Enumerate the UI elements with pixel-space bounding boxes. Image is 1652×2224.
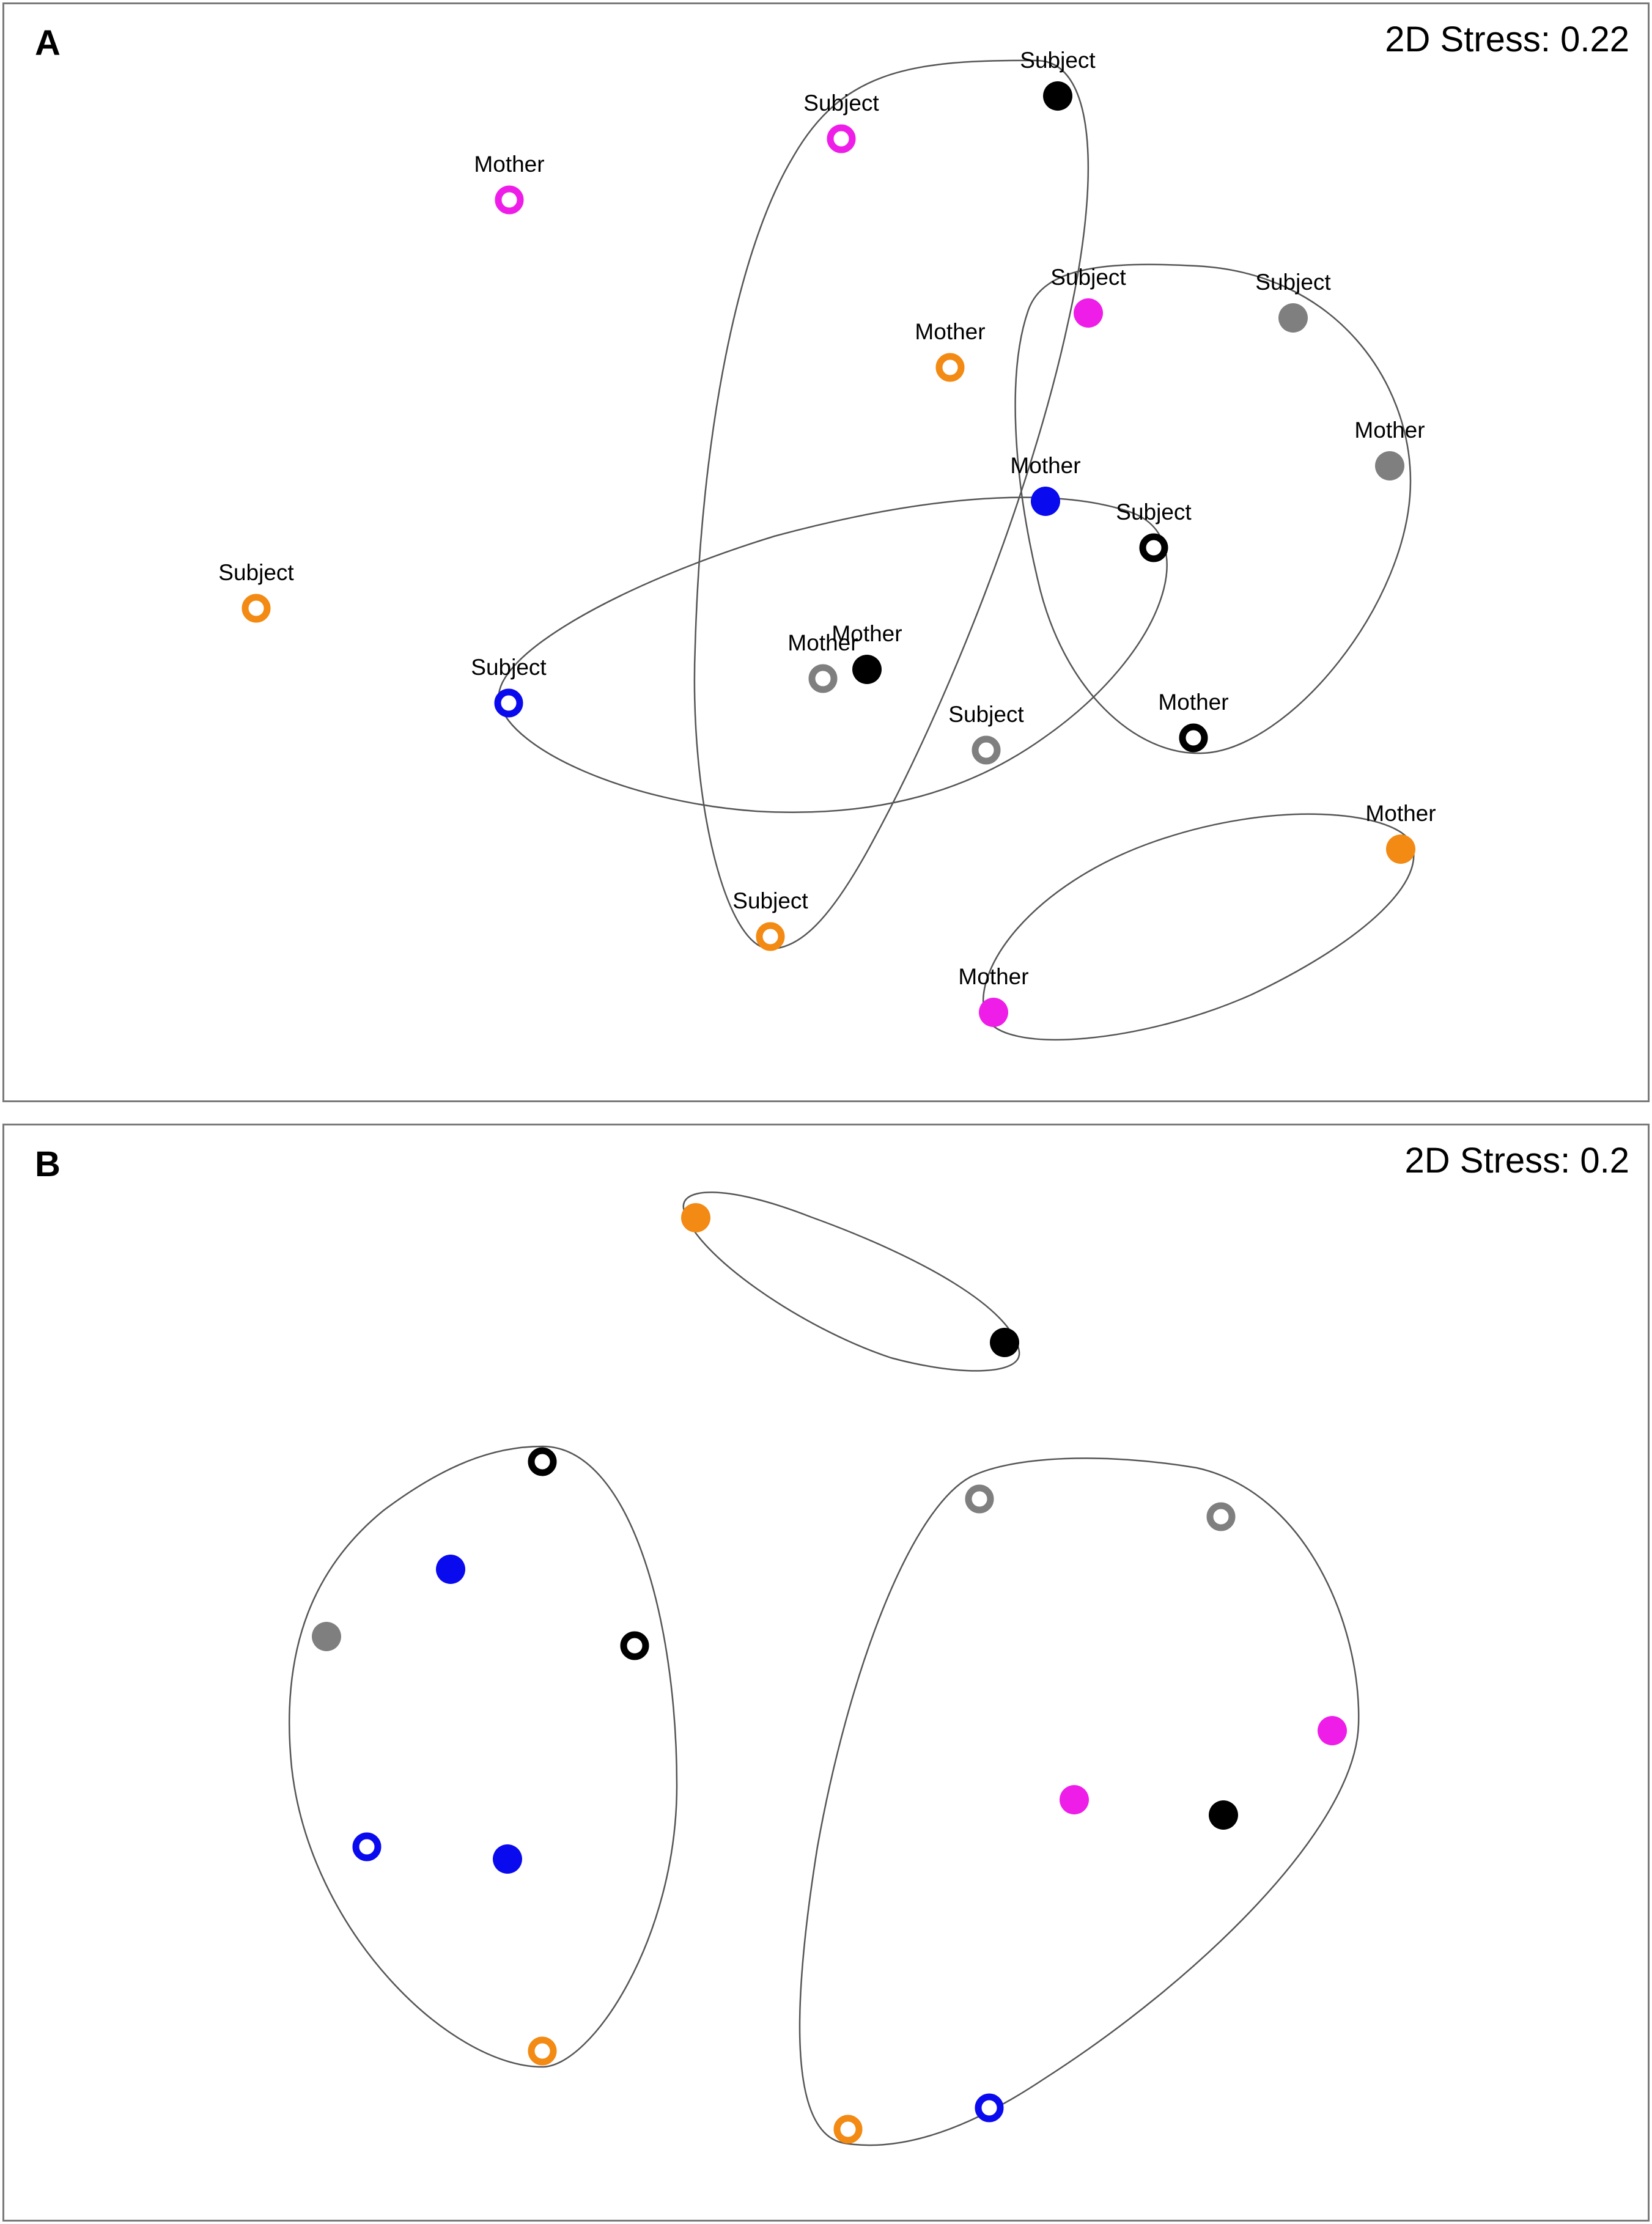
data-point-blue-open [975,2093,1004,2123]
data-point-magenta-open [495,185,524,215]
cluster-ellipses [498,59,1415,1041]
data-point-blue-filled [493,1844,522,1874]
data-point-blue-filled [436,1555,465,1584]
cluster-ellipse [498,496,1168,814]
data-point-gray-filled [312,1622,341,1651]
cluster-ellipse [693,59,1090,950]
point-label: Mother [832,621,902,646]
data-point-orange-open [528,2036,557,2066]
point-label: Subject [218,560,294,585]
data-point-black-filled [1043,81,1072,111]
stress-value: 2D Stress: 0.2 [1404,1141,1629,1180]
point-label: Subject [732,888,808,913]
point-label: Subject [1255,270,1331,295]
point-label: Subject [471,655,547,680]
data-point-gray-filled [1278,303,1308,333]
point-label: Mother [915,319,985,344]
point-label: Subject [1020,48,1096,73]
data-point-gray-open [965,1484,994,1514]
data-point-gray-open [972,735,1001,765]
data-points [312,1203,1347,2144]
point-label: Mother [1158,690,1228,715]
data-point-orange-filled [1386,834,1415,864]
mds-plot-b [288,1191,1360,2146]
data-point-gray-filled [1375,451,1404,481]
point-label: Subject [803,90,879,116]
data-point-black-filled [852,655,882,684]
data-point-gray-open [1206,1502,1236,1531]
data-point-magenta-filled [1318,1716,1347,1745]
data-point-gray-open [808,664,838,693]
data-point-orange-filled [681,1203,710,1232]
point-label: Subject [1116,499,1192,525]
point-label: Mother [1365,801,1436,826]
data-point-black-open [1179,723,1208,753]
point-label: Mother [787,630,858,655]
cluster-ellipse [288,1445,678,2068]
data-point-blue-open [494,688,523,718]
data-point-black-open [1139,533,1168,562]
data-point-blue-filled [1031,487,1060,516]
panel-b: B 2D Stress: 0.2 [2,1124,1650,2222]
data-point-magenta-open [827,124,856,153]
point-label: Mother [474,152,544,177]
cluster-ellipse [983,813,1415,1041]
data-point-black-filled [990,1328,1019,1357]
point-label: Mother [1010,453,1080,478]
point-label: Mother [1354,418,1425,443]
cluster-ellipse [1014,263,1412,754]
data-point-orange-open [242,594,271,623]
data-point-magenta-filled [1060,1785,1089,1814]
data-point-black-open [620,1631,649,1660]
panel-label: B [35,1144,61,1184]
data-point-orange-open [935,353,965,382]
cluster-ellipse [682,1191,1020,1372]
point-label: Subject [948,702,1024,727]
cluster-ellipse [798,1457,1360,2146]
point-label: Mother [958,964,1028,989]
data-point-orange-open [833,2115,863,2144]
stress-value: 2D Stress: 0.22 [1385,20,1629,59]
panel-label: A [35,23,61,63]
data-point-magenta-filled [1074,298,1103,328]
data-point-blue-open [352,1832,382,1861]
data-point-black-open [528,1447,557,1476]
point-label: Subject [1050,265,1126,290]
data-point-orange-open [756,922,785,951]
data-point-magenta-filled [979,998,1008,1027]
data-point-black-filled [1209,1800,1238,1830]
cluster-ellipses [288,1191,1360,2146]
